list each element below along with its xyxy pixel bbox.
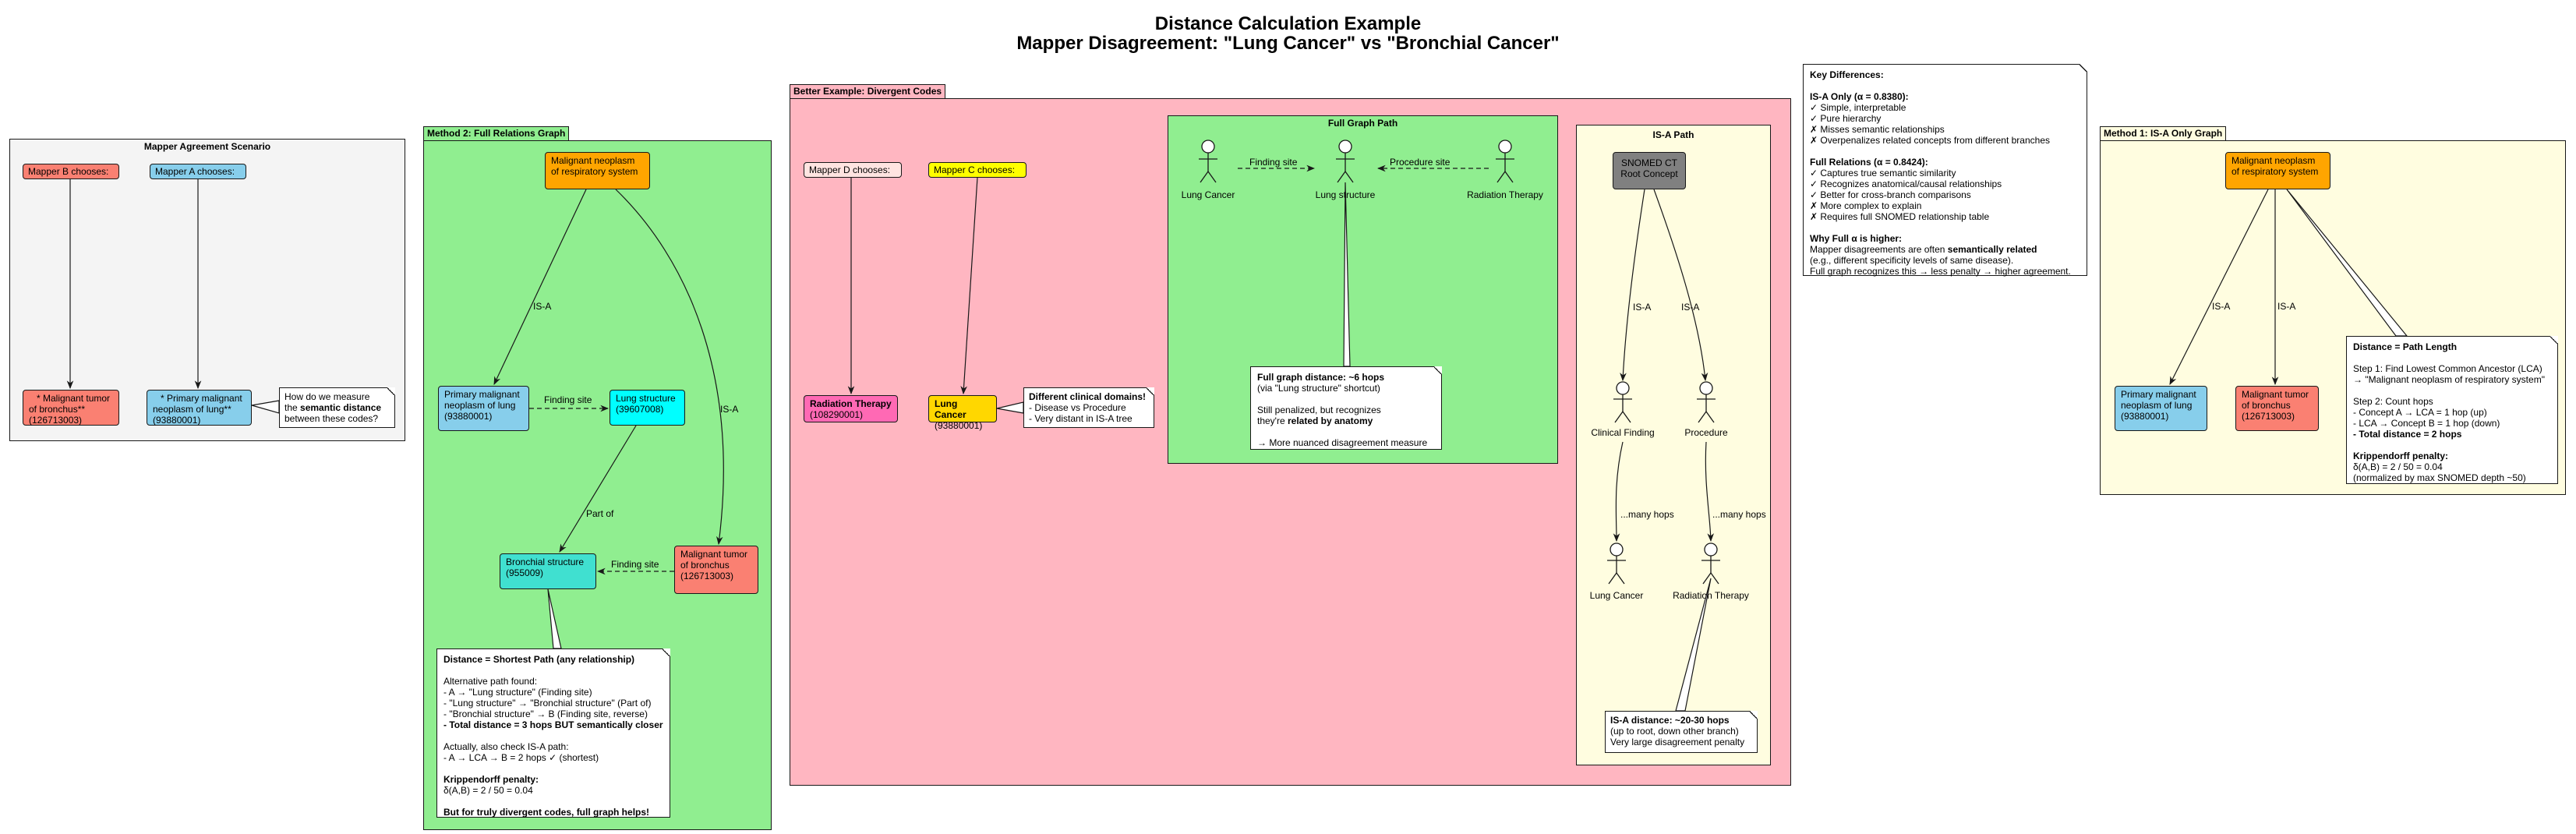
- m2-root-malignant-neoplasm-respiratory[interactable]: Malignant neoplasm of respiratory system: [545, 152, 650, 189]
- keydiff-isa-item: ✗ Misses semantic relationships: [1810, 124, 1945, 135]
- note-key-differences: Key Differences: IS-A Only (α = 0.8380):…: [1803, 64, 2087, 277]
- keydiff-full-item: ✗ Requires full SNOMED relationship tabl…: [1810, 211, 1990, 222]
- m2-primary-malignant-neoplasm-lung[interactable]: Primary malignant neoplasm of lung (9388…: [438, 386, 529, 431]
- mapper-a-label: Mapper A chooses:: [150, 164, 246, 179]
- fg-edge-label-finding-site: Finding site: [1249, 157, 1298, 168]
- m1-note-path-length: Distance = Path Length Step 1: Find Lowe…: [2346, 336, 2558, 484]
- keydiff-full-item: ✓ Captures true semantic similarity: [1810, 168, 1956, 178]
- fg-actor-label-radiation-therapy: Radiation Therapy: [1467, 189, 1543, 200]
- m2-note-shortest-path: Distance = Shortest Path (any relationsh…: [436, 648, 670, 818]
- keydiff-full-item: ✓ Recognizes anatomical/causal relations…: [1810, 178, 2002, 189]
- isa-edge-label-isa-right: IS-A: [1681, 302, 1700, 313]
- package-method2-title: Method 2: Full Relations Graph: [427, 128, 566, 139]
- mapper-c-label: Mapper C chooses:: [928, 162, 1027, 178]
- code-lung-cancer[interactable]: Lung Cancer (93880001): [928, 395, 997, 431]
- isa-edge-label-isa-left: IS-A: [1633, 302, 1652, 313]
- mapper-d-label: Mapper D chooses:: [804, 162, 902, 178]
- package-method1-tab: Method 1: IS-A Only Graph: [2100, 126, 2227, 141]
- note-different-clinical-domains: Different clinical domains! - Disease vs…: [1023, 387, 1154, 428]
- keydiff-isa-item: ✓ Pure hierarchy: [1810, 113, 1882, 124]
- keydiff-full-item: ✗ More complex to explain: [1810, 200, 1922, 211]
- fg-note-full-graph-distance: Full graph distance: ~6 hops (via "Lung …: [1250, 366, 1442, 450]
- isa-snomed-root-concept[interactable]: SNOMED CT Root Concept: [1613, 152, 1686, 189]
- package-method1-title: Method 1: IS-A Only Graph: [2104, 128, 2223, 139]
- m1-edge-label-isa-right: IS-A: [2277, 301, 2296, 312]
- diagram-title-line1: Distance Calculation Example: [1154, 13, 1422, 34]
- isa-actor-label-radiation-therapy: Radiation Therapy: [1673, 590, 1749, 601]
- package-agreement-title: Mapper Agreement Scenario: [143, 141, 271, 152]
- package-fullgraph-title: Full Graph Path: [1327, 118, 1398, 129]
- keydiff-isa-item: ✓ Simple, interpretable: [1810, 102, 1906, 113]
- package-isa-title: IS-A Path: [1652, 129, 1694, 140]
- m1-primary-malignant-neoplasm-lung[interactable]: Primary malignant neoplasm of lung (9388…: [2115, 386, 2207, 431]
- package-better-tab: Better Example: Divergent Codes: [790, 84, 946, 99]
- code-malignant-tumor-bronchus[interactable]: * Malignant tumor of bronchus** (1267130…: [23, 390, 119, 426]
- isa-edge-label-hops-left: ...many hops: [1620, 509, 1674, 520]
- m2-malignant-tumor-bronchus[interactable]: Malignant tumor of bronchus (126713003): [674, 546, 758, 594]
- m2-bronchial-structure[interactable]: Bronchial structure (955009): [500, 553, 596, 589]
- fg-actor-label-lung-structure: Lung structure: [1315, 189, 1376, 200]
- fg-edge-label-procedure-site: Procedure site: [1390, 157, 1451, 168]
- keydiff-full-item: ✓ Better for cross-branch comparisons: [1810, 189, 1971, 200]
- m2-edge-label-isa-right: IS-A: [720, 404, 739, 415]
- isa-actor-label-lung-cancer: Lung Cancer: [1589, 590, 1644, 601]
- code-primary-malignant-neoplasm-lung[interactable]: * Primary malignant neoplasm of lung** (…: [147, 390, 252, 426]
- m1-root-malignant-neoplasm-respiratory[interactable]: Malignant neoplasm of respiratory system: [2225, 152, 2330, 189]
- package-method2-tab: Method 2: Full Relations Graph: [423, 126, 570, 141]
- m2-edge-label-isa-left: IS-A: [533, 301, 552, 312]
- isa-actor-label-clinical-finding: Clinical Finding: [1591, 427, 1655, 438]
- fg-actor-label-lung-cancer: Lung Cancer: [1181, 189, 1235, 200]
- isa-edge-label-hops-right: ...many hops: [1712, 509, 1766, 520]
- m2-edge-label-finding-site-1: Finding site: [544, 394, 592, 405]
- mapper-b-label: Mapper B chooses:: [23, 164, 119, 179]
- isa-actor-label-procedure: Procedure: [1684, 427, 1728, 438]
- isa-note-distance: IS-A distance: ~20-30 hops (up to root, …: [1605, 711, 1758, 753]
- m2-edge-label-part-of: Part of: [586, 508, 614, 519]
- package-better-title: Better Example: Divergent Codes: [793, 86, 942, 97]
- m1-edge-label-isa-left: IS-A: [2212, 301, 2231, 312]
- m2-edge-label-finding-site-2: Finding site: [611, 559, 659, 570]
- keydiff-isa-item: ✗ Overpenalizes related concepts from di…: [1810, 135, 2050, 146]
- code-radiation-therapy[interactable]: Radiation Therapy (108290001): [804, 395, 898, 422]
- note-semantic-distance-question: How do we measure the semantic distance …: [279, 387, 395, 428]
- m2-lung-structure[interactable]: Lung structure (39607008): [610, 390, 685, 426]
- m1-malignant-tumor-bronchus[interactable]: Malignant tumor of bronchus (126713003): [2235, 386, 2319, 431]
- package-isa: [1576, 125, 1771, 765]
- diagram-title-line2: Mapper Disagreement: "Lung Cancer" vs "B…: [1016, 33, 1560, 54]
